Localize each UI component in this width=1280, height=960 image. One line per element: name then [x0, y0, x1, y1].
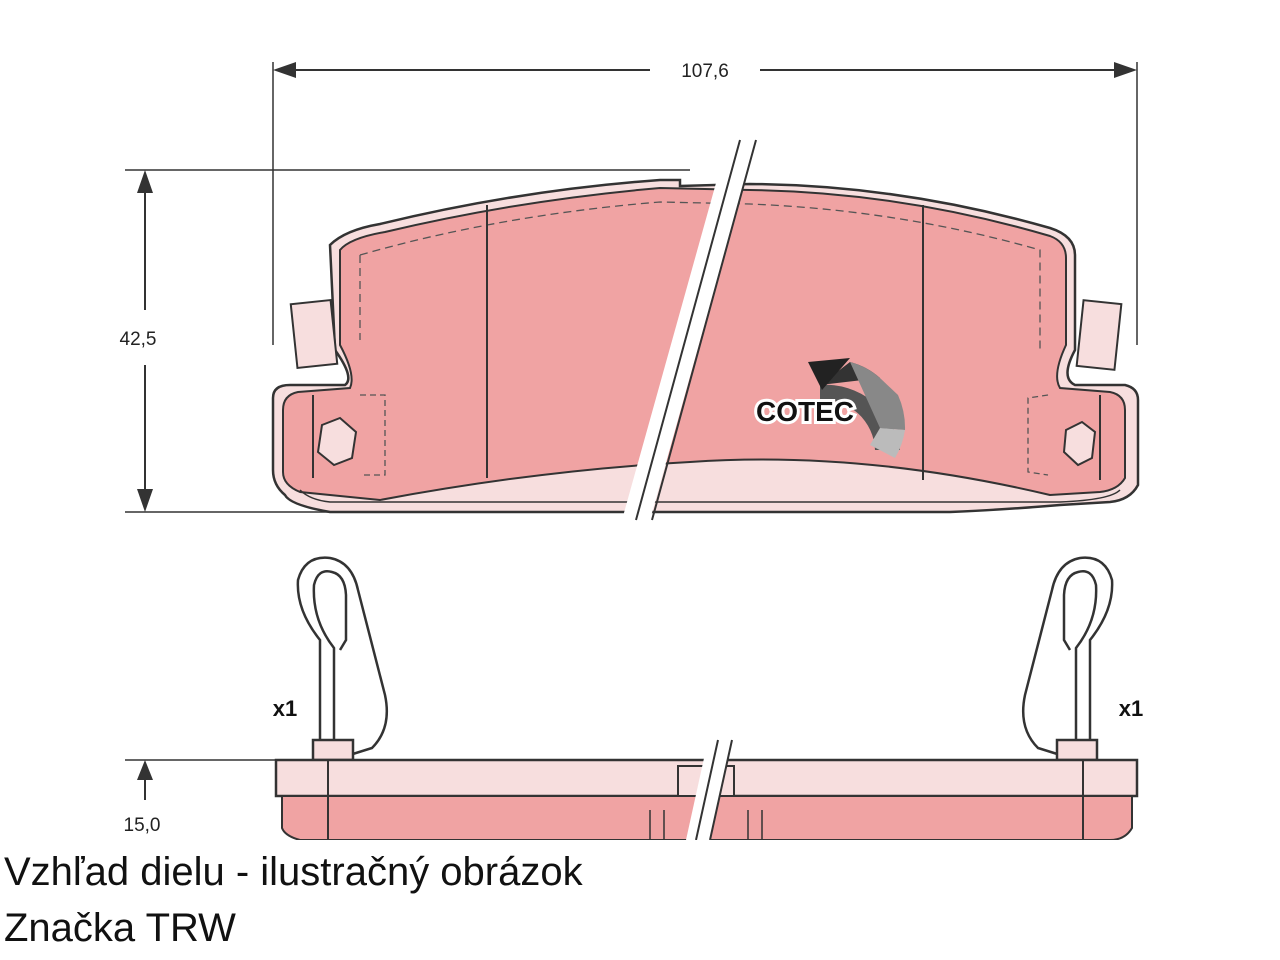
thickness-dimension: [125, 759, 276, 800]
break-symbol-bottom: [686, 739, 733, 840]
caption-brand: Značka TRW: [4, 906, 236, 950]
width-label: 107,6: [681, 61, 729, 82]
cotec-logo: COTEC: [753, 358, 906, 458]
width-dimension: [272, 62, 1138, 345]
height-dimension: [125, 169, 690, 513]
inner-contour: [359, 201, 1041, 350]
cotec-logo-text: COTEC: [756, 396, 854, 427]
friction-material: [282, 186, 1126, 502]
retaining-clip-left: [296, 556, 389, 762]
quantity-right: x1: [1119, 696, 1143, 721]
quantity-left: x1: [273, 696, 297, 721]
retaining-clip-right: [1021, 556, 1114, 762]
brake-pad-main: [271, 178, 1140, 514]
brake-pad-side-view: [274, 758, 1139, 840]
caption-illustrative-note: Vzhľad dielu - ilustračný obrázok: [4, 850, 583, 894]
break-symbol-top: [622, 139, 757, 521]
thickness-label: 15,0: [124, 815, 161, 836]
height-label: 42,5: [120, 329, 157, 350]
brake-pad-diagram: 107,6 42,5: [120, 61, 1143, 840]
